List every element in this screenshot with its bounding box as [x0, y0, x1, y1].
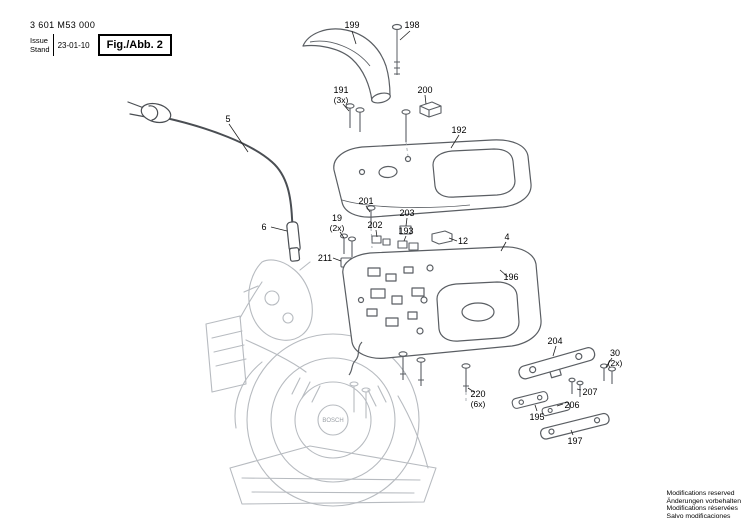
part-200-drawing — [419, 101, 442, 118]
part-label-195: 195 — [529, 412, 545, 422]
part-label-qty: (6x) — [470, 399, 486, 409]
handle-drawing — [302, 28, 391, 104]
divider — [52, 34, 54, 56]
bar-197-drawing — [540, 412, 610, 440]
part-206-drawing — [541, 401, 571, 417]
part-label-202: 202 — [367, 220, 383, 230]
assembly-dashes — [370, 141, 467, 402]
base-housing-drawing — [342, 246, 542, 376]
part-label-203: 203 — [399, 208, 415, 218]
stand-label: Stand — [30, 45, 50, 54]
bosch-logo: BOSCH — [322, 418, 343, 424]
issue-stand-labels: Issue Stand — [30, 34, 53, 56]
part-label-12: 12 — [457, 236, 469, 246]
part-195-drawing — [511, 391, 549, 409]
issue-label: Issue — [30, 36, 48, 45]
type-number: 3 601 M53 000 — [30, 20, 96, 30]
part-label-19: 19(2x) — [329, 213, 345, 233]
title-block: 3 601 M53 000 Issue Stand 23-01-10 Fig./… — [30, 20, 172, 56]
part-label-200: 200 — [417, 85, 433, 95]
power-plug-drawing — [127, 101, 172, 124]
notice-line: Modifications reserved — [666, 489, 735, 497]
part-label-201: 201 — [358, 196, 374, 206]
part-label-199: 199 — [344, 20, 360, 30]
issue-row: Issue Stand 23-01-10 Fig./Abb. 2 — [30, 34, 172, 56]
part-label-220: 220(6x) — [470, 389, 486, 409]
part-label-qty: (2x) — [329, 223, 345, 233]
part-label-4: 4 — [504, 232, 510, 242]
part-label-198: 198 — [404, 20, 420, 30]
notice-line: Salvo modificaciones — [666, 513, 731, 521]
base-screws-drawing — [398, 351, 471, 392]
top-cover-192-drawing — [333, 139, 532, 218]
part-label-192: 192 — [451, 125, 467, 135]
part-label-6: 6 — [261, 222, 267, 232]
part-label-30: 30(2x) — [607, 348, 623, 368]
notice-line: Änderungen vorbehalten — [666, 497, 741, 505]
part-label-211: 211 — [317, 253, 333, 263]
figure-badge: Fig./Abb. 2 — [97, 34, 172, 56]
screws-30-drawing — [599, 363, 617, 384]
cord-grommet-drawing — [286, 221, 301, 262]
machine-body-drawing — [205, 259, 437, 507]
part-label-196: 196 — [503, 272, 519, 282]
issue-date: 23-01-10 — [57, 40, 90, 50]
part-label-193: 193 — [398, 226, 414, 236]
part-label-204: 204 — [547, 336, 563, 346]
part-label-191: 191(3x) — [333, 85, 349, 105]
part-label-qty: (2x) — [607, 358, 623, 368]
leader-lines — [228, 30, 613, 436]
screw-198-drawing — [391, 23, 403, 75]
modifications-notice: Modifications reserved Änderungen vorbeh… — [667, 490, 741, 521]
part-label-qty: (3x) — [333, 95, 349, 105]
part-label-197: 197 — [567, 436, 583, 446]
part-label-206: 206 — [564, 400, 580, 410]
screws-207-drawing — [568, 377, 584, 397]
bracket-204-drawing — [518, 347, 596, 380]
part-label-5: 5 — [225, 114, 231, 124]
notice-line: Modifications réservées — [666, 505, 738, 513]
screws-191-drawing — [345, 103, 411, 142]
part-label-207: 207 — [582, 387, 598, 397]
